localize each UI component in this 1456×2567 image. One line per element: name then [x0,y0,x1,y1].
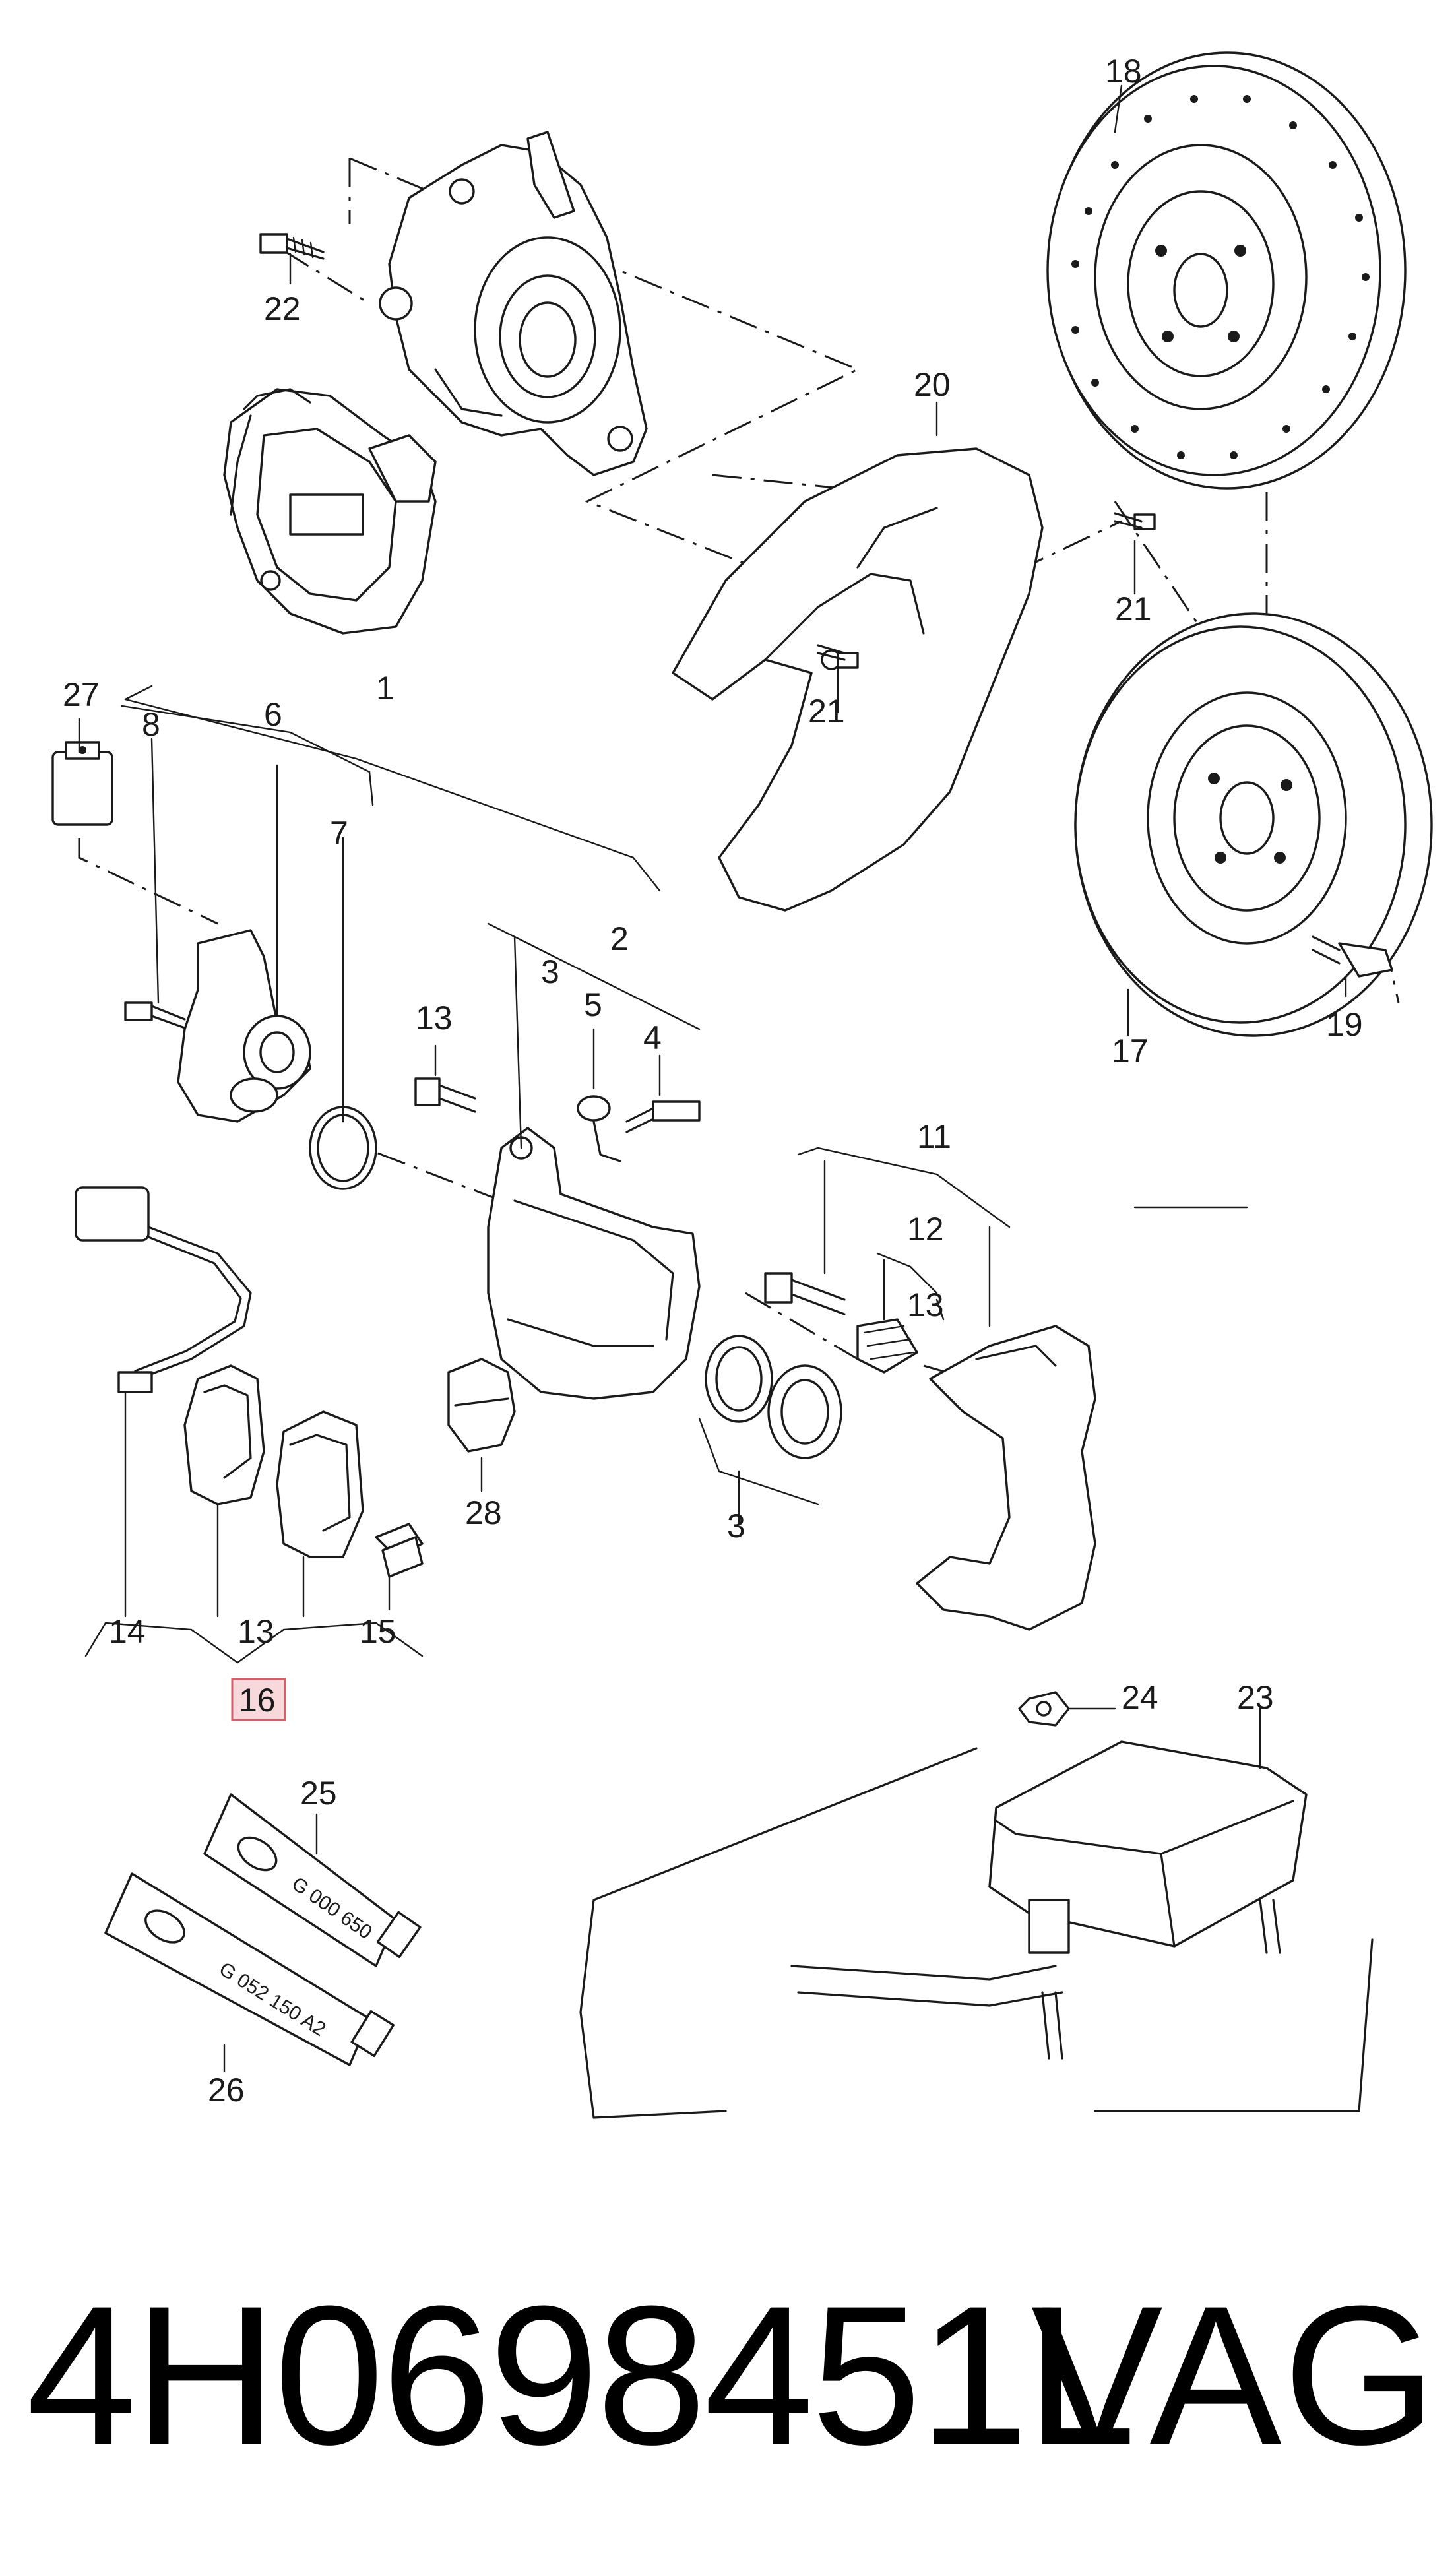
callout-28: 28 [465,1494,502,1531]
brand-name: VAG [1030,2264,1438,2486]
callout-13-right: 13 [907,1286,944,1323]
guide-pin-bolt [764,1272,846,1315]
callout-12: 12 [907,1211,944,1248]
pad-retaining-clip [375,1523,424,1578]
screw-21-lower [817,644,859,669]
callout-4: 4 [643,1019,662,1056]
parking-brake-motor [124,929,311,1123]
callout-13-middle: 13 [416,999,453,1036]
dust-cap [577,1095,621,1162]
brake-disc-drilled [1046,51,1407,490]
wheel-bearing-housing [379,131,648,476]
brake-pad-left [183,1364,265,1505]
hex-nut [1018,1691,1070,1727]
callout-3-lower: 3 [727,1507,745,1544]
callout-6: 6 [264,696,282,733]
control-unit [988,1740,1308,2060]
control-unit-mount-area [579,1747,1374,2119]
callout-2: 2 [610,920,629,957]
caliper-housing [487,1127,701,1400]
callout-23: 23 [1237,1679,1274,1716]
brake-pad-right [276,1410,364,1558]
callout-18: 18 [1105,53,1142,90]
callout-26: 26 [208,2072,245,2108]
connector-plug [51,741,113,826]
leader-lines [78,84,1347,2073]
callout-22: 22 [264,290,301,327]
callout-1: 1 [376,670,395,707]
dust-boot [767,1364,842,1459]
bleeder-screw [625,1100,701,1133]
callout-16: 16 [239,1682,276,1719]
callout-labels: 1 2 3 3 4 5 6 7 8 11 12 13 13 13 14 15 1… [63,53,1363,2108]
callout-19: 19 [1326,1006,1363,1043]
guide-bolt-13-upper [414,1077,476,1113]
o-ring [309,1106,377,1190]
callout-7: 7 [330,815,348,852]
part-number: 4H0698451L [26,2264,1136,2486]
grease-tube-25: G 000 650 [203,1793,422,1967]
callout-17: 17 [1112,1032,1149,1069]
screw-22 [259,233,325,260]
brake-splash-shield [672,447,1044,912]
callout-14: 14 [109,1613,146,1650]
spring-clip [447,1358,516,1453]
callout-27: 27 [63,676,100,713]
brake-disc-plain [1074,612,1433,1037]
callout-11: 11 [917,1118,951,1155]
brake-caliper-assembly [223,388,437,635]
screw-21-upper [1114,512,1156,530]
wear-indicator-sensor [75,1186,252,1393]
piston-seal [705,1335,773,1423]
caliper-carrier-bracket [916,1325,1096,1631]
disc-drill-holes [1071,95,1370,459]
callout-3-upper: 3 [541,953,559,990]
callout-13-pads: 13 [237,1613,274,1650]
callout-21-lower: 21 [808,693,845,730]
guide-bushing [856,1318,918,1374]
callout-25: 25 [300,1775,337,1812]
callout-20: 20 [914,366,951,403]
callout-15: 15 [360,1613,396,1650]
highlight-box-16 [231,1678,286,1721]
callout-24: 24 [1122,1679,1158,1716]
callout-8: 8 [142,706,160,743]
footer: 4H0698451L VAG [26,2269,1438,2481]
callout-21-upper: 21 [1115,590,1152,627]
screw-19 [1312,935,1393,978]
callout-5: 5 [584,986,602,1023]
